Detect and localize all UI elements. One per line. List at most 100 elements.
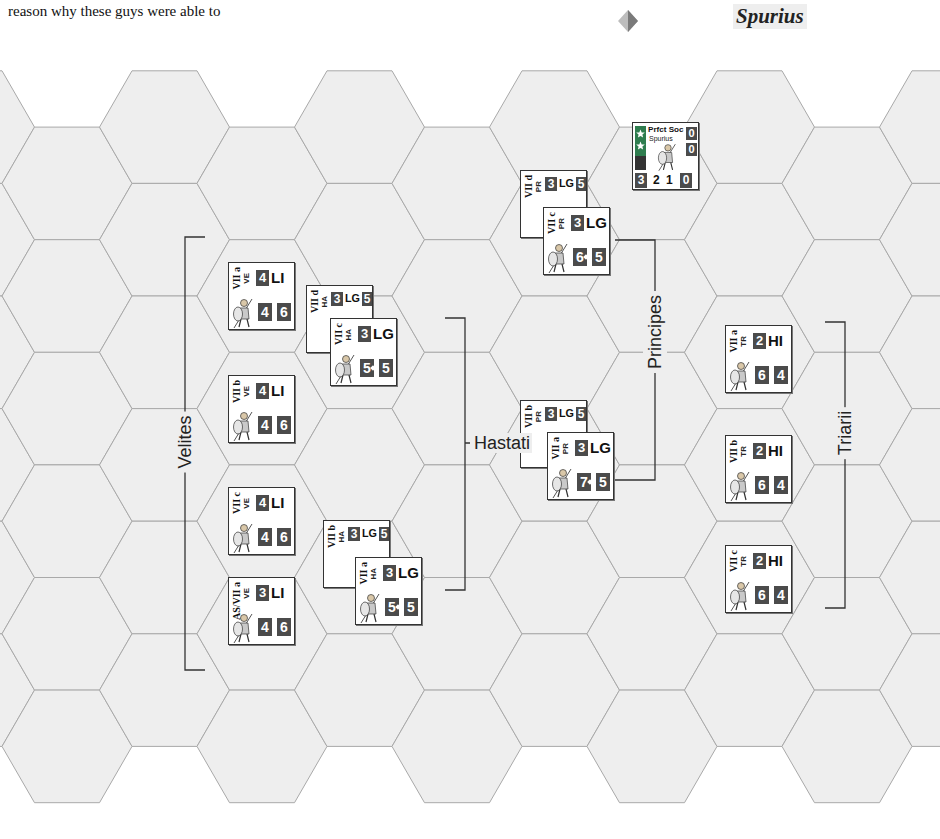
- unit-id-strip: VII aTR: [728, 330, 752, 386]
- unit-id: VII c: [231, 492, 242, 548]
- head: [738, 363, 745, 370]
- shield: [234, 307, 243, 321]
- strength-box: 2: [753, 553, 766, 569]
- shield: [731, 370, 740, 384]
- combat-box: 4: [258, 528, 272, 546]
- spear: [553, 469, 571, 498]
- combat-box: 6: [755, 476, 769, 494]
- strength-box: 3: [331, 292, 343, 306]
- movement-box: 5: [592, 248, 606, 266]
- strength-box: 2: [753, 333, 766, 349]
- rank-stars: [635, 126, 646, 156]
- shield: [553, 477, 562, 491]
- unit-id-strip: AS/VII aVE: [231, 582, 255, 638]
- head: [368, 595, 375, 602]
- unit-id-strip: VII aPR: [550, 437, 574, 493]
- leader-rating: 1: [666, 173, 673, 188]
- head: [738, 583, 745, 590]
- shield: [658, 152, 666, 165]
- movement-box: 4: [774, 366, 788, 384]
- shield: [336, 363, 345, 377]
- head: [738, 473, 745, 480]
- unit-type: VE: [242, 582, 252, 638]
- group-label: Principes: [643, 291, 667, 373]
- soldier-figure: [657, 143, 679, 171]
- shield: [731, 590, 740, 604]
- combat-box: 6: [755, 586, 769, 604]
- strength-box: 3: [545, 177, 557, 191]
- unit-class: LI: [271, 269, 284, 286]
- spear: [659, 144, 676, 171]
- unit-type: VE: [242, 380, 252, 436]
- unit-id: AS/VII a: [231, 582, 242, 638]
- strength-box: 4: [256, 383, 269, 399]
- soldier-figure: [729, 471, 753, 501]
- head: [241, 615, 248, 622]
- soldier-figure: [359, 593, 383, 623]
- rating-box: 0: [686, 127, 697, 140]
- unit-type: TR: [739, 440, 749, 496]
- leader-name: Spurius: [649, 135, 673, 143]
- combat-box: 5: [576, 407, 586, 421]
- unit-class: HI: [768, 332, 783, 349]
- movement-box: 4: [774, 586, 788, 604]
- unit-id: VII b: [326, 525, 337, 581]
- combat-box: 4: [258, 618, 272, 636]
- unit-counter: VII aTR2HI64: [725, 325, 792, 393]
- strength-box: 3: [571, 215, 584, 231]
- unit-id-strip: VII cVE: [231, 492, 255, 548]
- unit-class: LG: [559, 176, 574, 191]
- hex: [880, 409, 940, 522]
- head: [241, 525, 248, 532]
- unit-type: TR: [739, 550, 749, 606]
- unit-class: LG: [362, 526, 377, 541]
- unit-id: VII d: [523, 175, 534, 231]
- movement-box: 4: [774, 476, 788, 494]
- spear: [731, 582, 749, 611]
- soldier-figure: [232, 411, 256, 441]
- strength-box: 2: [753, 443, 766, 459]
- head: [665, 145, 671, 151]
- spear: [361, 594, 379, 623]
- unit-id-strip: VII bVE: [231, 380, 255, 436]
- unit-counter: VII aVE4LI46: [228, 262, 295, 330]
- soldier-figure: [334, 354, 358, 384]
- soldier-figure: [232, 298, 256, 328]
- strength-box: 3: [575, 440, 588, 456]
- page-text: reason why these guys were able to: [5, 2, 223, 20]
- unit-class: LG: [590, 439, 611, 456]
- unit-type: PR: [534, 405, 544, 461]
- unit-type: HA: [369, 562, 379, 618]
- shield: [361, 602, 370, 616]
- unit-counter: VII cVE4LI46: [228, 487, 295, 555]
- spear: [336, 355, 354, 384]
- unit-class: HI: [768, 552, 783, 569]
- unit-type: HA: [337, 525, 347, 581]
- rating-box: 0: [686, 143, 697, 156]
- hex: [880, 634, 940, 747]
- shield: [234, 420, 243, 434]
- strength-box: 4: [256, 270, 269, 286]
- leader-counter: Prfct SocSpurius003210: [632, 122, 699, 190]
- strength-box: 3: [348, 527, 360, 541]
- unit-class: LG: [373, 325, 394, 342]
- unit-id: VII a: [231, 267, 242, 323]
- unit-id: VII c: [333, 323, 344, 379]
- soldier-figure: [232, 523, 256, 553]
- head: [241, 300, 248, 307]
- unit-id-strip: VII aVE: [231, 267, 255, 323]
- shield: [731, 480, 740, 494]
- unit-type: TR: [739, 330, 749, 386]
- rank-box: [635, 126, 646, 156]
- hex: [880, 183, 940, 296]
- unit-id-strip: VII bTR: [728, 440, 752, 496]
- movement-box: 5: [404, 598, 418, 616]
- unit-type: PR: [561, 437, 571, 493]
- spear: [549, 244, 567, 273]
- movement-box: 6: [277, 528, 291, 546]
- head: [241, 413, 248, 420]
- unit-type: VE: [242, 492, 252, 548]
- unit-id-strip: VII cPR: [546, 212, 570, 268]
- unit-counter: VII aHA3LG55: [355, 557, 422, 625]
